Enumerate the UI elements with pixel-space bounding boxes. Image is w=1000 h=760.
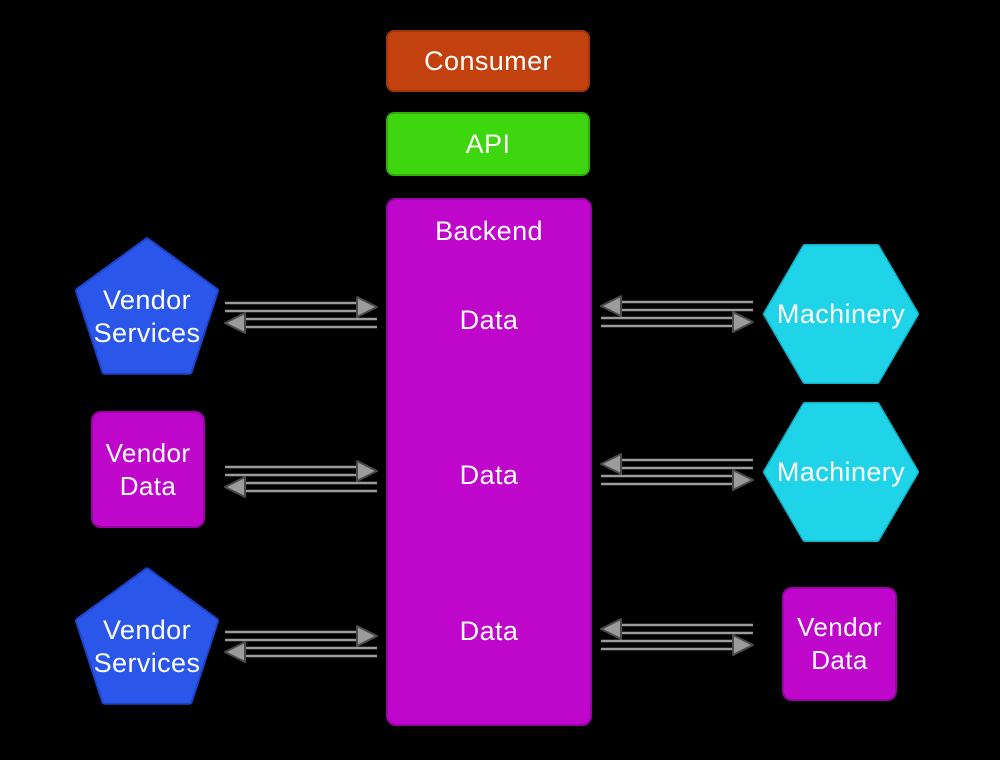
vendor-data-label: Vendor Data — [105, 437, 191, 501]
arrow-left-icon — [224, 476, 377, 498]
arrow-pair-left-3 — [222, 623, 380, 665]
pentagon-icon — [75, 237, 219, 375]
hexagon-icon — [763, 244, 919, 384]
consumer-node[interactable]: Consumer — [386, 30, 590, 92]
hexagon-icon — [763, 402, 919, 542]
machinery-label: Machinery — [776, 456, 906, 487]
vendor-data-node-left[interactable]: Vendor Data — [91, 411, 205, 528]
vendor-services-label: Vendor Services — [93, 615, 201, 678]
arrow-right-icon — [601, 634, 754, 656]
machinery-node-bottom[interactable]: Machinery — [761, 398, 921, 546]
pentagon-icon — [75, 567, 219, 705]
arrow-left-icon — [600, 453, 753, 475]
backend-data-row-2: Data — [459, 460, 519, 490]
backend-title: Backend — [435, 216, 543, 246]
arrow-pair-left-1 — [222, 294, 380, 336]
api-label: API — [465, 128, 511, 159]
arrow-pair-right-3 — [598, 616, 756, 658]
backend-data-row-3: Data — [459, 616, 519, 646]
arrow-right-icon — [225, 460, 378, 482]
machinery-node-top[interactable]: Machinery — [761, 240, 921, 388]
machinery-label: Machinery — [776, 298, 906, 329]
arrow-left-icon — [600, 295, 753, 317]
arrow-pair-right-2 — [598, 451, 756, 493]
vendor-services-node-bottom[interactable]: Vendor Services — [70, 563, 224, 717]
vendor-data-label: Vendor Data — [797, 612, 882, 675]
backend-node[interactable]: Backend Data Data Data — [386, 198, 592, 726]
backend-data-row-1: Data — [459, 305, 519, 335]
arrow-right-icon — [601, 469, 754, 491]
arrow-left-icon — [600, 618, 753, 640]
consumer-label: Consumer — [424, 45, 552, 76]
vendor-data-node-right[interactable]: Vendor Data — [782, 587, 897, 701]
vendor-services-node-top[interactable]: Vendor Services — [70, 233, 224, 387]
api-node[interactable]: API — [386, 112, 590, 176]
arrow-left-icon — [224, 312, 377, 334]
arrow-right-icon — [225, 625, 378, 647]
arrow-pair-right-1 — [598, 293, 756, 335]
arrow-right-icon — [225, 296, 378, 318]
arrow-left-icon — [224, 641, 377, 663]
arrow-right-icon — [601, 311, 754, 333]
arrow-pair-left-2 — [222, 458, 380, 500]
vendor-services-label: Vendor Services — [93, 285, 201, 348]
